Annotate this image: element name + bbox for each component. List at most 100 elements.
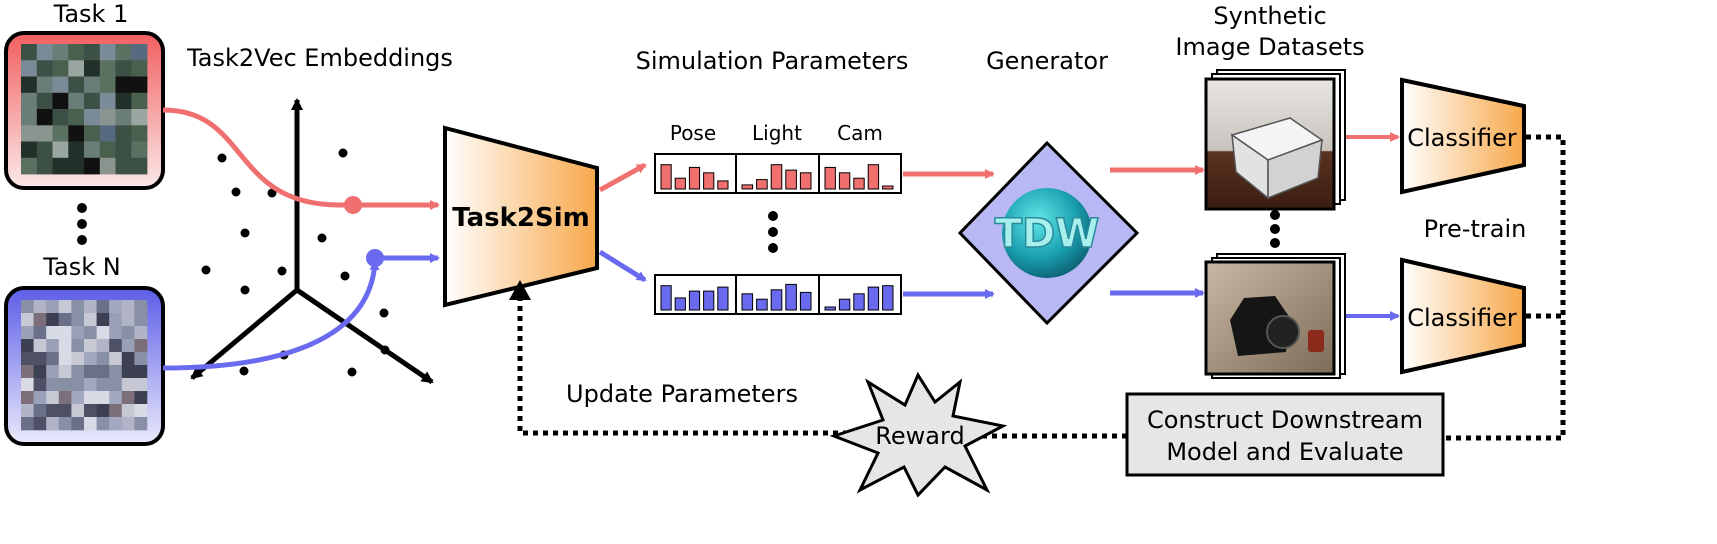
image-tile	[52, 92, 69, 110]
image-tile	[52, 60, 69, 77]
image-tile	[84, 378, 97, 392]
image-tile	[58, 326, 72, 340]
image-tile	[84, 313, 97, 327]
image-tile	[99, 125, 116, 142]
embedding-axes	[190, 98, 434, 385]
param-bar	[867, 164, 880, 190]
image-tile	[109, 352, 123, 366]
image-tile	[46, 365, 60, 379]
image-tile	[134, 313, 148, 327]
image-tile	[84, 417, 97, 431]
param-group-pose: Pose	[670, 121, 716, 145]
image-tile	[33, 417, 47, 431]
image-tile	[71, 339, 85, 353]
image-tile	[36, 44, 53, 61]
image-tile	[115, 109, 132, 126]
param-bar	[688, 166, 701, 190]
param-bar	[824, 306, 836, 311]
image-tile	[84, 125, 101, 142]
param-bar	[717, 180, 729, 190]
image-tile	[109, 404, 123, 418]
image-tile	[58, 378, 72, 392]
image-tile	[71, 352, 85, 366]
image-tile	[99, 60, 116, 77]
image-tile	[134, 300, 148, 314]
image-tile	[68, 60, 85, 77]
tdw-logo: TDW	[995, 211, 1100, 257]
image-tile	[71, 417, 85, 431]
image-tile	[36, 60, 53, 77]
image-tile	[84, 60, 101, 77]
image-tile	[115, 92, 132, 110]
image-tile	[131, 60, 148, 77]
image-tile	[84, 339, 97, 353]
image-tile	[71, 326, 85, 340]
image-tile	[68, 76, 85, 94]
image-tile	[21, 92, 38, 110]
image-tile	[71, 378, 85, 392]
image-tile	[134, 326, 148, 340]
param-group-cam: Cam	[837, 121, 883, 145]
dataset-ellipsis	[1270, 210, 1280, 248]
param-bar	[853, 177, 865, 190]
image-tile	[96, 339, 110, 353]
image-tile	[52, 141, 69, 159]
classifier-bottom	[1400, 257, 1526, 375]
image-tile	[52, 125, 69, 142]
image-tile	[71, 313, 85, 327]
update-parameters-label: Update Parameters	[566, 380, 798, 408]
task2sim-to-params-top-arrow	[598, 162, 647, 193]
image-tile	[52, 44, 69, 61]
image-tile	[58, 417, 72, 431]
image-tile	[121, 378, 135, 392]
image-tile	[21, 352, 34, 366]
image-tile	[33, 326, 47, 340]
feedback-dotted-lines	[517, 134, 1566, 441]
image-tile	[131, 125, 148, 142]
image-tile	[131, 109, 148, 126]
image-tile	[21, 44, 38, 61]
param-bar	[799, 291, 812, 311]
image-tile	[71, 365, 85, 379]
image-tile	[71, 300, 85, 314]
image-tile	[52, 76, 69, 94]
image-tile	[121, 339, 135, 353]
param-bar	[741, 293, 754, 311]
image-tile	[84, 76, 101, 94]
generator-title: Generator	[986, 47, 1108, 75]
image-tile	[21, 109, 38, 126]
image-tile	[84, 109, 101, 126]
image-tile	[58, 365, 72, 379]
image-tile	[21, 417, 34, 431]
image-tile	[46, 404, 60, 418]
image-tile	[99, 157, 116, 175]
image-tile	[52, 157, 69, 175]
image-tile	[46, 300, 60, 314]
param-bars-top	[660, 164, 894, 190]
image-tile	[68, 44, 85, 61]
task2sim-label: Task2Sim	[452, 203, 590, 233]
image-tile	[99, 44, 116, 61]
param-bar	[660, 164, 672, 190]
param-bar	[741, 184, 754, 190]
embedding-point	[338, 148, 348, 158]
image-tile	[121, 313, 135, 327]
image-tile	[84, 300, 97, 314]
param-bar	[882, 285, 894, 311]
image-tile	[134, 339, 148, 353]
image-tile	[84, 92, 101, 110]
task-1-image-grid	[21, 44, 148, 175]
param-bar	[853, 293, 865, 311]
image-tile	[33, 391, 47, 405]
image-tile	[21, 76, 38, 94]
embedding-label: Task2Vec Embeddings	[186, 44, 453, 72]
construct-evaluate-box	[1125, 392, 1445, 477]
image-tile	[121, 326, 135, 340]
embedding-point	[380, 345, 390, 355]
task-1-embedding-point	[344, 196, 362, 214]
task-ellipsis	[77, 203, 87, 245]
param-bar	[703, 172, 715, 190]
image-tile	[121, 391, 135, 405]
image-tile	[121, 300, 135, 314]
